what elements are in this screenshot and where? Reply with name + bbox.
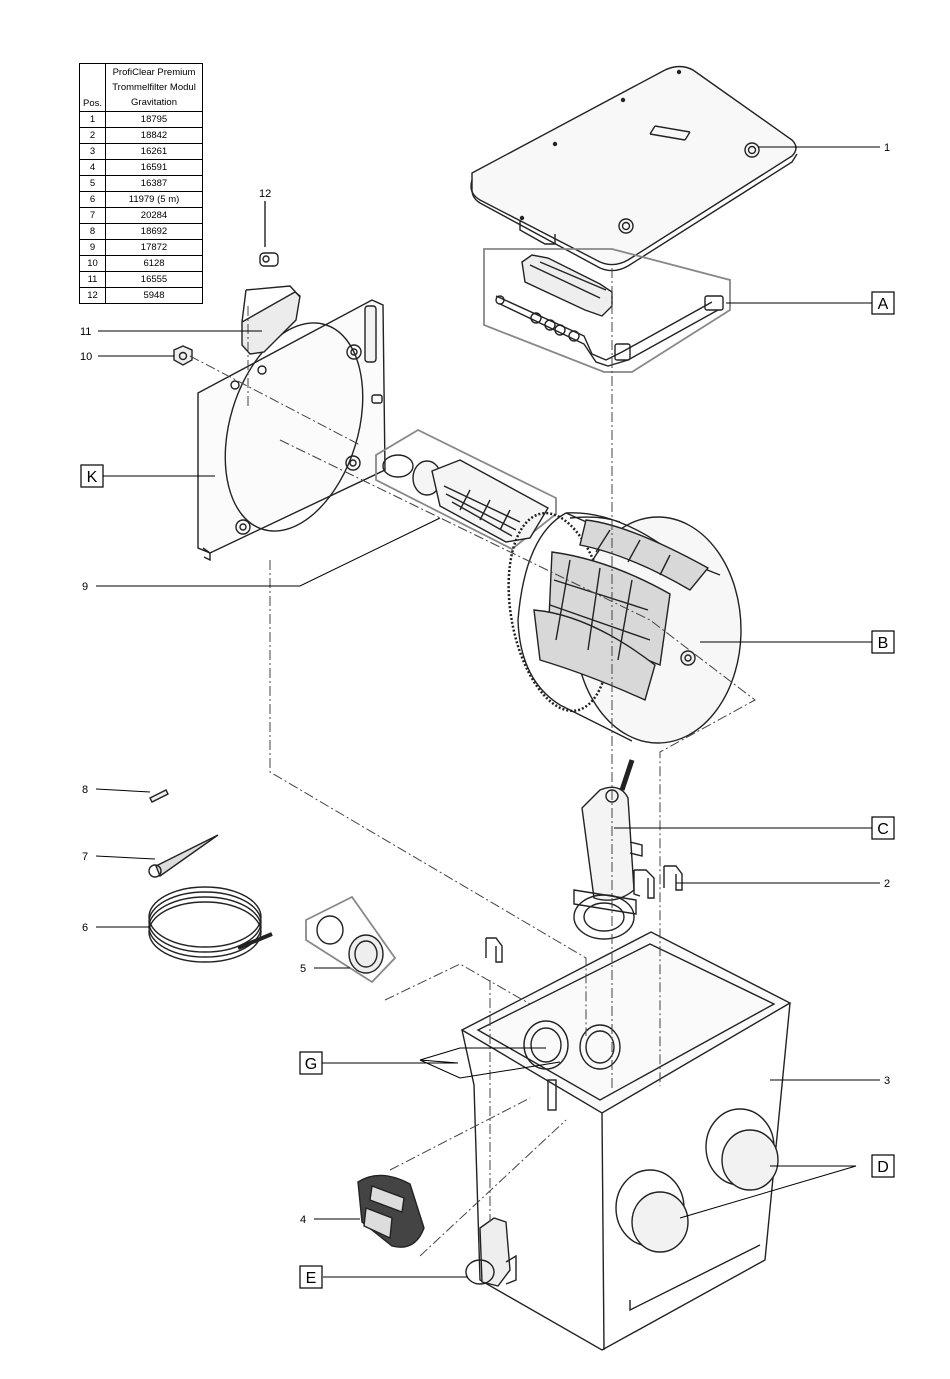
drain-valve-part	[466, 1218, 516, 1286]
callout-9: 9	[82, 581, 88, 593]
callout-2: 2	[884, 878, 890, 890]
letter-B: B	[878, 635, 889, 652]
callout-7: 7	[82, 851, 88, 863]
frame-plate-part	[198, 286, 386, 560]
letter-A: A	[878, 296, 889, 313]
pin-part	[150, 790, 168, 802]
control-unit-part	[358, 1175, 424, 1247]
callout-8: 8	[82, 784, 88, 796]
letter-K: K	[87, 469, 98, 486]
letter-C: C	[877, 821, 889, 838]
lid-part	[471, 67, 797, 271]
letter-G: G	[305, 1056, 317, 1073]
letter-E: E	[306, 1270, 317, 1287]
callout-10: 10	[80, 351, 92, 363]
callout-6: 6	[82, 922, 88, 934]
letter-box-C: C	[872, 817, 894, 839]
callout-5: 5	[300, 963, 306, 975]
callout-4: 4	[300, 1214, 306, 1226]
leader-lines	[96, 147, 880, 1277]
housing-part	[462, 932, 790, 1350]
callout-3: 3	[884, 1075, 890, 1087]
letter-box-A: A	[872, 292, 894, 314]
coupling-kit	[306, 897, 395, 982]
letter-box-G: G	[300, 1052, 322, 1074]
hose-coil-part	[149, 887, 272, 962]
nut-part	[174, 346, 192, 365]
ground-stake-part	[149, 835, 218, 877]
pump-part	[574, 760, 642, 939]
callout-11: 11	[80, 326, 91, 338]
callout-1: 1	[884, 142, 890, 154]
letter-box-K: K	[81, 465, 103, 487]
letter-box-B: B	[872, 631, 894, 653]
callout-12: 12	[259, 188, 271, 200]
letter-D: D	[877, 1159, 889, 1176]
letter-box-D: D	[872, 1155, 894, 1177]
filter-insert-kit	[376, 430, 556, 549]
drum-filter-part	[494, 505, 741, 743]
plug-part	[260, 201, 278, 266]
letter-box-E: E	[300, 1266, 322, 1288]
spray-bar-assembly	[484, 249, 730, 372]
